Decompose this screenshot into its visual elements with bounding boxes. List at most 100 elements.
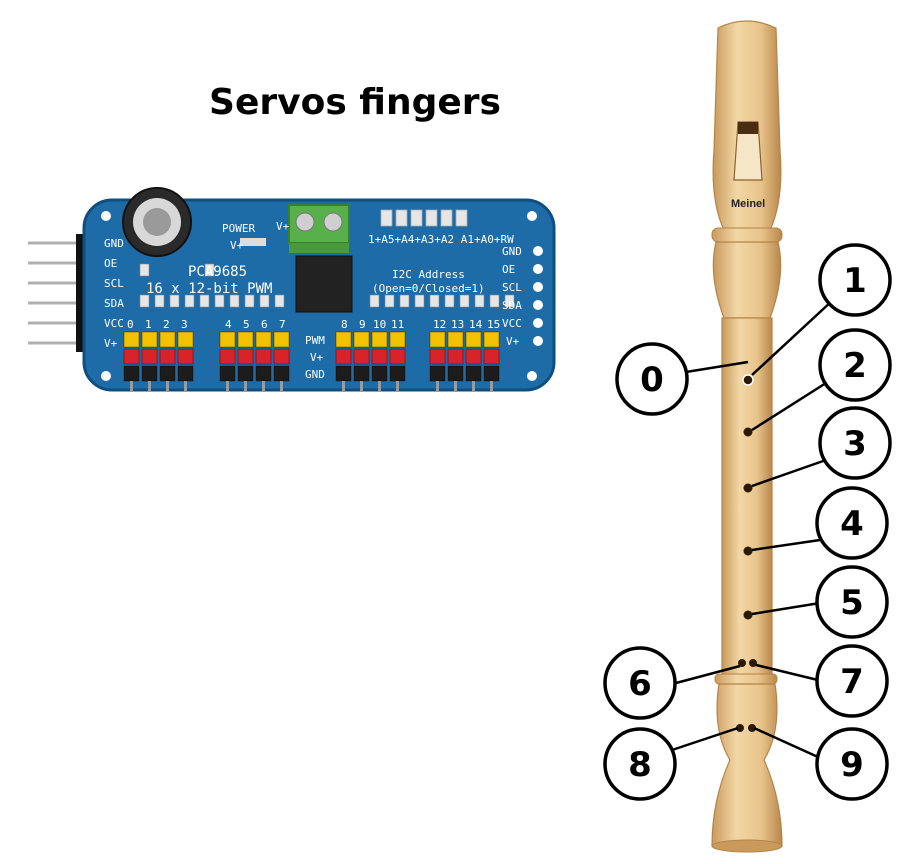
svg-text:1: 1: [145, 318, 152, 331]
vplus-pin: [430, 349, 445, 364]
svg-text:7: 7: [279, 318, 286, 331]
pwm-pin: [354, 332, 369, 347]
header-pin-leg: [148, 381, 151, 391]
finger-hole: [744, 611, 753, 620]
mounting-hole: [527, 371, 537, 381]
callout-2: 2: [820, 330, 890, 400]
svg-text:11: 11: [391, 318, 404, 331]
gnd-pin: [430, 366, 445, 381]
recorder-brand: Meinel: [731, 198, 765, 210]
pwm-pin: [256, 332, 271, 347]
callout-label: 7: [840, 662, 864, 702]
pwm-pin: [124, 332, 139, 347]
header-pin-leg: [396, 381, 399, 391]
callout-label: 0: [640, 360, 664, 400]
pca9685-chip: [296, 256, 352, 312]
recorder-joint: [713, 242, 780, 318]
svg-text:9: 9: [359, 318, 366, 331]
header-pin-leg: [360, 381, 363, 391]
power-label: POWER: [222, 222, 255, 235]
gnd-pin: [372, 366, 387, 381]
gnd-pin: [220, 366, 235, 381]
header-pin-leg: [472, 381, 475, 391]
vplus-pin: [256, 349, 271, 364]
callout-label: 2: [843, 346, 867, 386]
pin-label: SDA: [502, 299, 522, 312]
vplus-pin: [448, 349, 463, 364]
vplus-pin: [274, 349, 289, 364]
header-pin-leg: [226, 381, 229, 391]
gnd-pin: [274, 366, 289, 381]
header-pin-leg: [454, 381, 457, 391]
gnd-row-label: GND: [305, 368, 325, 381]
vplus-pin: [160, 349, 175, 364]
i2c-address-hint: (Open=0/Closed=1): [372, 282, 485, 295]
gnd-pin: [238, 366, 253, 381]
callout-1: 1: [820, 245, 890, 315]
mounting-hole: [527, 211, 537, 221]
vplus-pin: [354, 349, 369, 364]
callout-4: 4: [817, 488, 887, 558]
gnd-pin: [160, 366, 175, 381]
svg-text:13: 13: [451, 318, 464, 331]
pin-label: SDA: [104, 297, 124, 310]
pin-label: GND: [502, 245, 522, 258]
power-led: [240, 238, 266, 246]
pin-label: GND: [104, 237, 124, 250]
svg-text:15: 15: [487, 318, 500, 331]
finger-hole: [744, 428, 753, 437]
vplus-pin: [220, 349, 235, 364]
vplus-row-label: V+: [310, 351, 324, 364]
recorder-body: [722, 318, 772, 678]
mounting-hole: [101, 371, 111, 381]
vplus-pin: [238, 349, 253, 364]
callout-0: 0: [617, 344, 687, 414]
gnd-pin: [256, 366, 271, 381]
gnd-pin: [178, 366, 193, 381]
callout-label: 1: [843, 261, 867, 301]
svg-text:12: 12: [433, 318, 446, 331]
svg-text:3: 3: [181, 318, 188, 331]
vplus-pin: [124, 349, 139, 364]
pin-label: V+: [506, 335, 520, 348]
pin-label: VCC: [104, 317, 124, 330]
pwm-pin: [390, 332, 405, 347]
vplus-pin: [142, 349, 157, 364]
header-pin-leg: [130, 381, 133, 391]
finger-hole: [744, 547, 753, 556]
board-name: PCA9685: [188, 264, 247, 280]
pwm-pin: [160, 332, 175, 347]
pwm-pin: [372, 332, 387, 347]
callout-label: 8: [628, 745, 652, 785]
callout-8: 8: [605, 729, 675, 799]
header-pin-leg: [280, 381, 283, 391]
vplus-pin: [336, 349, 351, 364]
recorder-foot: [712, 684, 782, 846]
callout-5: 5: [817, 567, 887, 637]
pca9685-board: POWER V+ V+ PCA9685 16 x 12-bit PWM: [28, 188, 554, 391]
pwm-pin: [448, 332, 463, 347]
pwm-pin: [336, 332, 351, 347]
callout-label: 4: [840, 504, 864, 544]
vplus-pin: [390, 349, 405, 364]
gnd-pin: [390, 366, 405, 381]
pwm-pin: [484, 332, 499, 347]
pwm-pin: [220, 332, 235, 347]
callout-label: 9: [840, 745, 864, 785]
pin-label: V+: [104, 337, 118, 350]
recorder-ring: [715, 674, 777, 684]
callout-7: 7: [817, 646, 887, 716]
callout-6: 6: [605, 648, 675, 718]
gnd-pin: [448, 366, 463, 381]
finger-hole: [744, 484, 753, 493]
header-pin-leg: [244, 381, 247, 391]
pin-label: OE: [104, 257, 117, 270]
pwm-row-label: PWM: [305, 334, 325, 347]
header-pin-leg: [490, 381, 493, 391]
pwm-pin: [430, 332, 445, 347]
gnd-pin: [124, 366, 139, 381]
board-subtitle: 16 x 12-bit PWM: [146, 281, 272, 297]
callout-9: 9: [817, 729, 887, 799]
header-pin-leg: [166, 381, 169, 391]
